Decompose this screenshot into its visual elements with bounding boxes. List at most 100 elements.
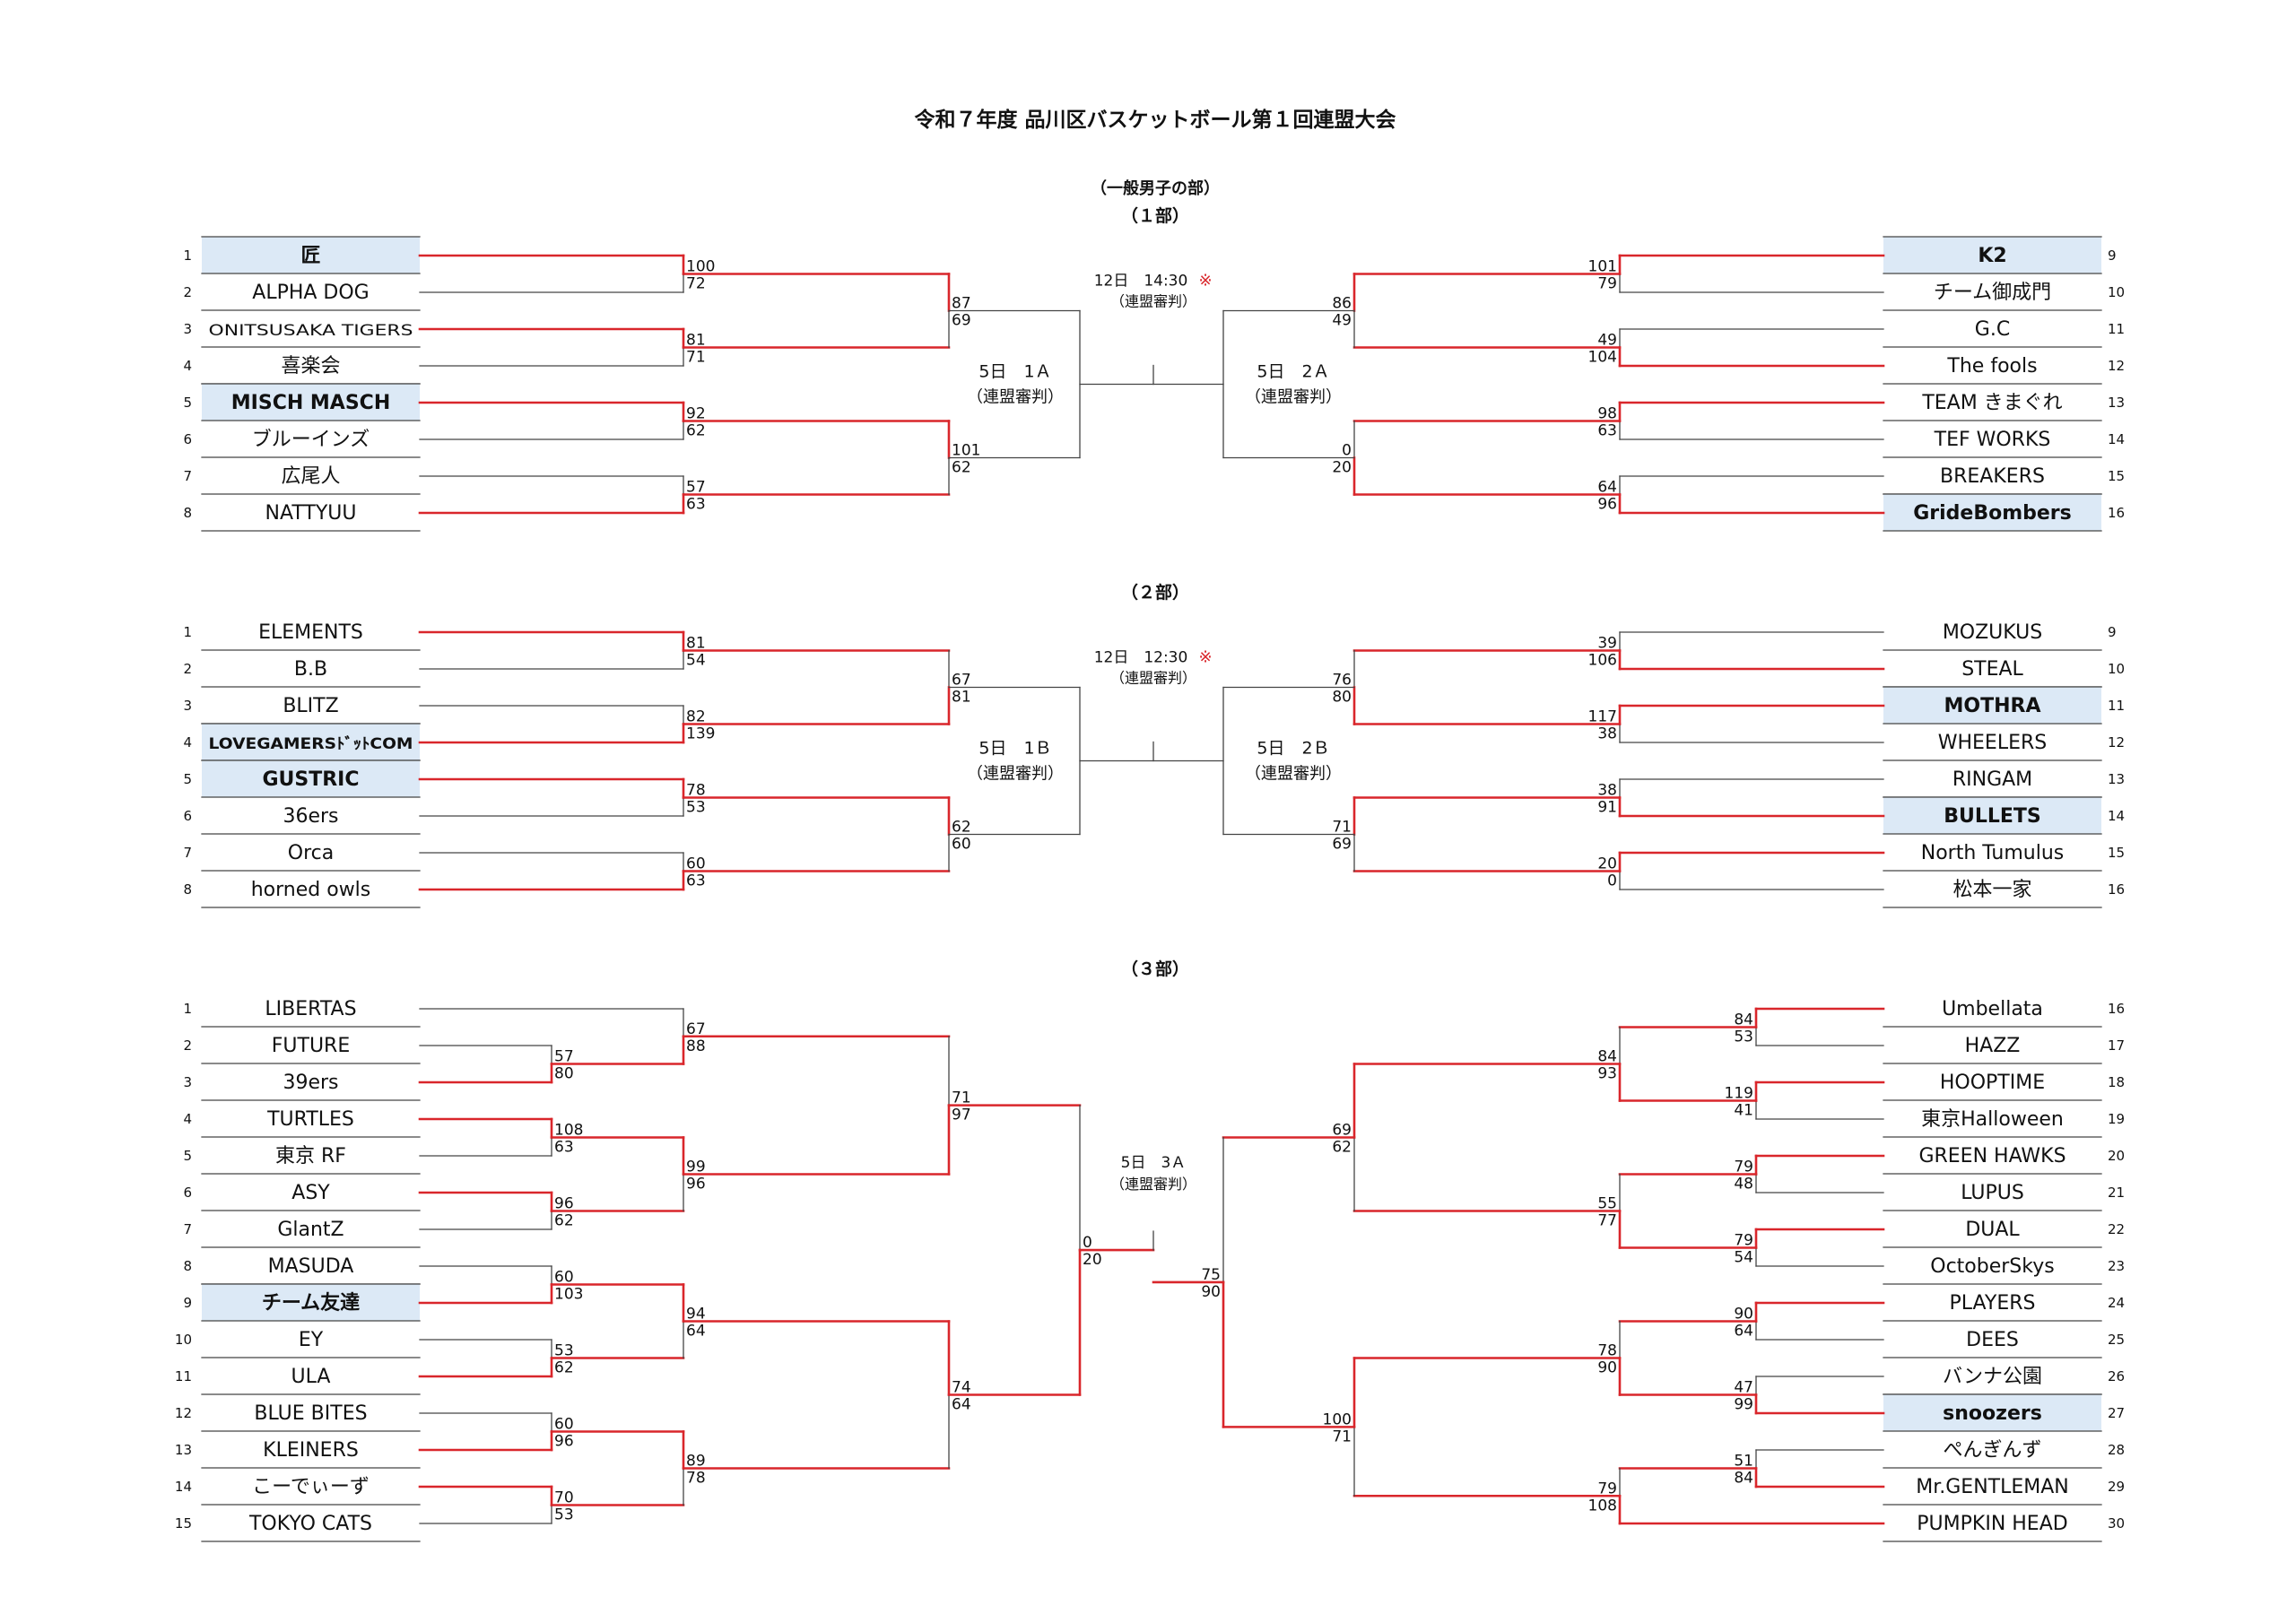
score: 20 <box>1332 459 1352 477</box>
team-name: DUAL <box>1965 1219 2020 1241</box>
team-name: K2 <box>1978 245 2006 267</box>
team-number: 5 <box>183 1148 192 1164</box>
score: 62 <box>686 422 706 440</box>
division-3-label: （３部） <box>1121 959 1189 979</box>
score: 96 <box>554 1433 574 1451</box>
team-number: 27 <box>2108 1405 2125 1421</box>
team-number: 14 <box>175 1479 192 1495</box>
score: 62 <box>554 1212 574 1230</box>
team-name: GrideBombers <box>1913 502 2072 525</box>
score: 64 <box>952 1396 971 1414</box>
score: 20 <box>1083 1251 1102 1269</box>
score: 70 <box>554 1489 574 1507</box>
team-number: 2 <box>183 284 192 300</box>
score: 53 <box>554 1342 574 1360</box>
team-name: RINGAM <box>1952 768 2032 791</box>
score: 69 <box>952 312 971 330</box>
team-number: 20 <box>2108 1148 2125 1164</box>
team-number: 16 <box>2108 505 2125 521</box>
score: 0 <box>1607 872 1617 890</box>
team-number: 22 <box>2108 1221 2125 1237</box>
team-number: 6 <box>183 1185 192 1201</box>
team-number: 11 <box>2108 321 2125 337</box>
score: 0 <box>1083 1234 1092 1252</box>
score: 117 <box>1588 708 1617 726</box>
final-referee: （連盟審判） <box>1110 670 1196 687</box>
game-referee: （連盟審判） <box>1110 1176 1196 1193</box>
team-name: LOVEGAMERSﾄﾞｯﾄCOM <box>209 734 413 753</box>
seed-highlight <box>1883 1394 2101 1431</box>
team-number: 2 <box>183 661 192 677</box>
team-number: 7 <box>183 468 192 484</box>
team-number: 4 <box>183 358 192 374</box>
team-name: 東京Halloween <box>1921 1108 2064 1131</box>
team-name: ELEMENTS <box>258 621 363 644</box>
team-name: TEAM きまぐれ <box>1921 392 2062 414</box>
team-number: 13 <box>2108 395 2125 411</box>
score: 79 <box>1597 1480 1617 1497</box>
score: 78 <box>686 782 706 800</box>
team-name: horned owls <box>251 879 371 901</box>
score: 101 <box>952 442 980 460</box>
score: 94 <box>686 1306 706 1324</box>
team-name: ASY <box>291 1182 330 1204</box>
score: 55 <box>1597 1195 1617 1213</box>
score: 90 <box>1201 1283 1221 1301</box>
team-number: 1 <box>183 247 192 264</box>
final-mark: ※ <box>1198 648 1212 667</box>
score: 57 <box>686 479 706 497</box>
team-name: HOOPTIME <box>1940 1072 2045 1094</box>
team-name: ONITSUSAKA TIGERS <box>209 322 413 340</box>
seed-highlight <box>1883 687 2101 724</box>
team-number: 8 <box>183 1258 192 1274</box>
team-number: 18 <box>2108 1074 2125 1090</box>
score: 78 <box>686 1470 706 1488</box>
team-name: 匠 <box>300 245 320 267</box>
game-schedule: 5日 1Ｂ <box>978 739 1051 759</box>
score: 104 <box>1588 349 1617 367</box>
team-name: TURTLES <box>266 1108 354 1131</box>
seed-highlight <box>202 1284 420 1321</box>
score: 64 <box>1597 479 1617 497</box>
team-name: snoozers <box>1943 1402 2042 1425</box>
team-number: 16 <box>2108 881 2125 898</box>
team-name: KLEINERS <box>263 1439 359 1462</box>
seed-highlight <box>202 237 420 273</box>
score: 67 <box>952 672 971 690</box>
score: 53 <box>554 1506 574 1524</box>
team-number: 14 <box>2108 431 2125 447</box>
team-number: 10 <box>175 1332 192 1348</box>
score: 48 <box>1734 1176 1753 1193</box>
team-name: B.B <box>294 658 327 681</box>
score: 108 <box>554 1122 583 1140</box>
team-number: 2 <box>183 1037 192 1054</box>
team-name: GREEN HAWKS <box>1918 1145 2066 1167</box>
team-name: BREAKERS <box>1940 465 2045 488</box>
score: 88 <box>686 1037 706 1055</box>
game-referee: （連盟審判） <box>1245 765 1342 784</box>
score: 62 <box>1332 1139 1352 1157</box>
game-schedule: 5日 2Ｂ <box>1257 739 1329 759</box>
team-number: 14 <box>2108 808 2125 824</box>
team-number: 1 <box>183 1001 192 1017</box>
team-name: MOTHRA <box>1944 695 2041 717</box>
score: 90 <box>1734 1306 1753 1324</box>
score: 38 <box>1597 782 1617 800</box>
team-number: 7 <box>183 845 192 861</box>
score: 87 <box>952 295 971 313</box>
team-number: 15 <box>2108 845 2125 861</box>
team-number: 17 <box>2108 1037 2125 1054</box>
team-number: 15 <box>175 1515 192 1532</box>
team-number: 5 <box>183 771 192 787</box>
team-name: TEF WORKS <box>1934 429 2051 451</box>
score: 49 <box>1597 332 1617 350</box>
team-name: STEAL <box>1961 658 2023 681</box>
seed-highlight <box>1883 237 2101 273</box>
score: 74 <box>952 1379 971 1397</box>
score: 89 <box>686 1453 706 1471</box>
team-number: 16 <box>2108 1001 2125 1017</box>
team-number: 12 <box>2108 734 2125 751</box>
